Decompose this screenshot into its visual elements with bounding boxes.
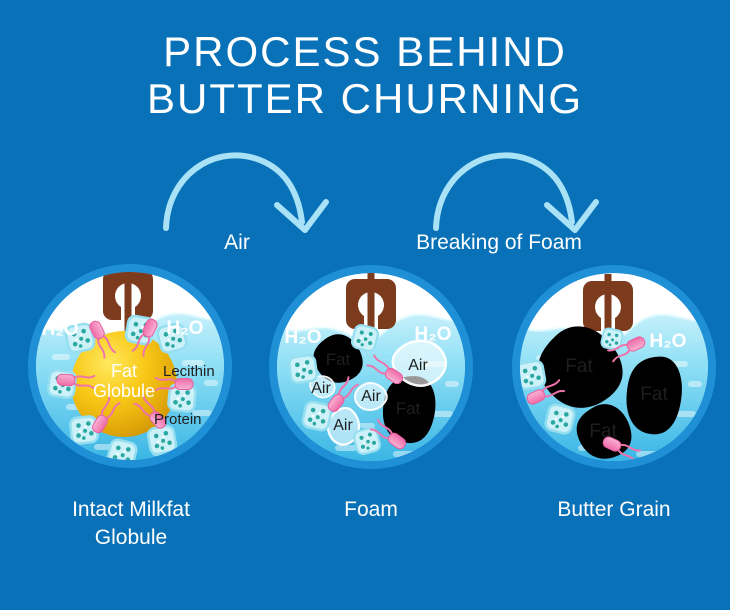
air-label: Air [408, 357, 428, 374]
caption-foam: Foam [344, 498, 398, 521]
protein-icon [542, 401, 578, 437]
curved-arrow-icon-air [166, 155, 326, 230]
fat-globule-label-line1: Fat [111, 361, 137, 381]
transition-label-breaking-of-foam: Breaking of Foam [416, 231, 582, 254]
lecithin-label: Lecithin [163, 363, 215, 380]
fat-label: Fat [589, 421, 617, 442]
milkfat-globule-circle: H₂O H₂O Fat Globule Lecithin Protein [28, 264, 232, 468]
title-line1: PROCESS BEHIND [163, 28, 567, 75]
caption-intact-milkfat-globule: Intact Milkfat Globule [72, 498, 190, 549]
h2o-label: H₂O [167, 318, 204, 339]
h2o-label: H₂O [650, 331, 687, 352]
protein-icon [349, 322, 381, 354]
h2o-label: H₂O [285, 327, 322, 348]
page-title: PROCESS BEHIND BUTTER CHURNING [0, 28, 730, 122]
fat-label: Fat [396, 399, 421, 418]
fat-label: Fat [565, 356, 593, 377]
fat-globule [71, 331, 177, 437]
foam-circle: H₂O H₂O Fat Fat Air Air Air Air [269, 265, 473, 469]
air-label: Air [361, 388, 381, 405]
caption-butter-grain: Butter Grain [557, 498, 671, 521]
transition-label-air: Air [224, 231, 250, 254]
h2o-label: H₂O [42, 319, 79, 340]
title-line2: BUTTER CHURNING [147, 75, 583, 122]
air-label: Air [311, 380, 331, 397]
fat-label: Fat [326, 350, 351, 369]
air-label: Air [333, 417, 353, 434]
fat-globule-label-line2: Globule [93, 381, 155, 401]
protein-label: Protein [154, 411, 202, 428]
curved-arrow-icon-breaking-foam [436, 155, 596, 230]
butter-grain-circle: H₂O Fat Fat Fat [512, 265, 716, 469]
h2o-label: H₂O [415, 324, 452, 345]
fat-label: Fat [640, 384, 668, 405]
